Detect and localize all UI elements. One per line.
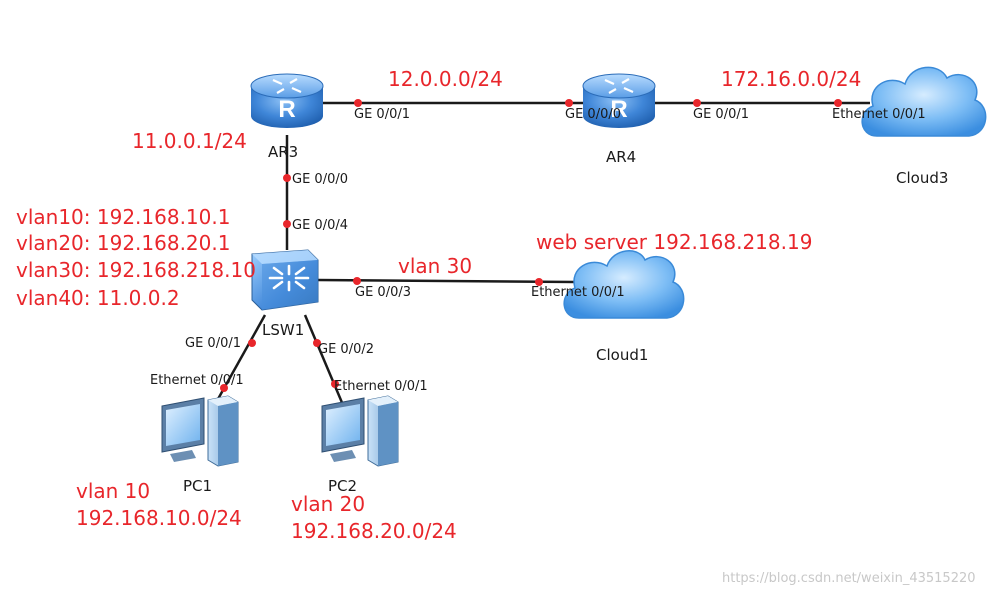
- annotation-vlan40-interface: vlan40: 11.0.0.2: [16, 286, 180, 310]
- device-label-ar4: AR4: [606, 148, 636, 166]
- cloud3-icon[interactable]: [861, 66, 987, 137]
- device-label-pc1: PC1: [183, 477, 212, 495]
- link-lsw1-pc1: [211, 314, 267, 409]
- cloud1-icon[interactable]: [563, 250, 685, 319]
- port-label-ar3-ge001: GE 0/0/1: [354, 107, 410, 122]
- port-label-ar4-ge000: GE 0/0/0: [565, 107, 621, 122]
- port-dot-cloud3-eth: [834, 99, 842, 107]
- device-label-pc2: PC2: [328, 477, 357, 495]
- port-label-ar3-ge000: GE 0/0/0: [292, 172, 348, 187]
- device-label-lsw1: LSW1: [262, 321, 304, 339]
- annotation-vlan30-link: vlan 30: [398, 254, 472, 278]
- device-label-cloud1: Cloud1: [596, 346, 648, 364]
- port-label-lsw1-ge001: GE 0/0/1: [185, 336, 241, 351]
- annotation-web-server: web server 192.168.218.19: [536, 230, 812, 254]
- port-dot-pc2-eth: [331, 380, 339, 388]
- svg-text:R: R: [278, 96, 295, 123]
- annotation-net-ar3-ar4: 12.0.0.0/24: [388, 67, 503, 91]
- port-dot-ar4-ge000: [565, 99, 573, 107]
- port-label-lsw1-ge004: GE 0/0/4: [292, 218, 348, 233]
- port-dot-pc1-eth: [220, 384, 228, 392]
- port-label-lsw1-ge002: GE 0/0/2: [318, 342, 374, 357]
- annotation-pc2-vlan: vlan 20: [291, 492, 365, 516]
- annotation-vlan20-interface: vlan20: 192.168.20.1: [16, 231, 230, 255]
- port-label-cloud1-eth: Ethernet 0/0/1: [531, 285, 625, 300]
- router-ar4-icon[interactable]: R: [582, 73, 656, 128]
- watermark: https://blog.csdn.net/weixin_43515220: [722, 571, 976, 586]
- port-label-ar4-ge001: GE 0/0/1: [693, 107, 749, 122]
- device-label-cloud3: Cloud3: [896, 169, 948, 187]
- port-dot-ar4-ge001: [693, 99, 701, 107]
- annotation-vlan10-interface: vlan10: 192.168.10.1: [16, 205, 230, 229]
- pc2-icon[interactable]: [321, 395, 399, 467]
- port-dot-ar3-ge000: [283, 174, 291, 182]
- device-label-ar3: AR3: [268, 143, 298, 161]
- annotation-pc1-network: 192.168.10.0/24: [76, 506, 242, 530]
- annotation-pc1-vlan: vlan 10: [76, 479, 150, 503]
- port-label-pc1-eth: Ethernet 0/0/1: [150, 373, 244, 388]
- port-dot-lsw1-ge003: [353, 277, 361, 285]
- port-label-cloud3-eth: Ethernet 0/0/1: [832, 107, 926, 122]
- annotation-pc2-network: 192.168.20.0/24: [291, 519, 457, 543]
- annotation-ar3-address: 11.0.0.1/24: [132, 129, 247, 153]
- port-dot-cloud1-eth: [535, 278, 543, 286]
- router-ar3-icon[interactable]: R: [250, 73, 324, 128]
- switch-lsw1-icon[interactable]: [251, 249, 319, 311]
- port-dots: [220, 99, 842, 392]
- link-lsw1-pc2: [303, 314, 345, 406]
- pc1-icon[interactable]: [161, 395, 239, 467]
- port-dot-lsw1-ge001: [248, 339, 256, 347]
- annotation-vlan30-interface: vlan30: 192.168.218.10: [16, 258, 256, 282]
- port-dot-ar3-ge001: [354, 99, 362, 107]
- annotation-net-ar4-cloud3: 172.16.0.0/24: [721, 67, 861, 91]
- port-dot-lsw1-ge004: [283, 220, 291, 228]
- port-dot-lsw1-ge002: [313, 339, 321, 347]
- port-label-pc2-eth: Ethernet 0/0/1: [334, 379, 428, 394]
- svg-text:R: R: [610, 96, 627, 123]
- port-label-lsw1-ge003: GE 0/0/3: [355, 285, 411, 300]
